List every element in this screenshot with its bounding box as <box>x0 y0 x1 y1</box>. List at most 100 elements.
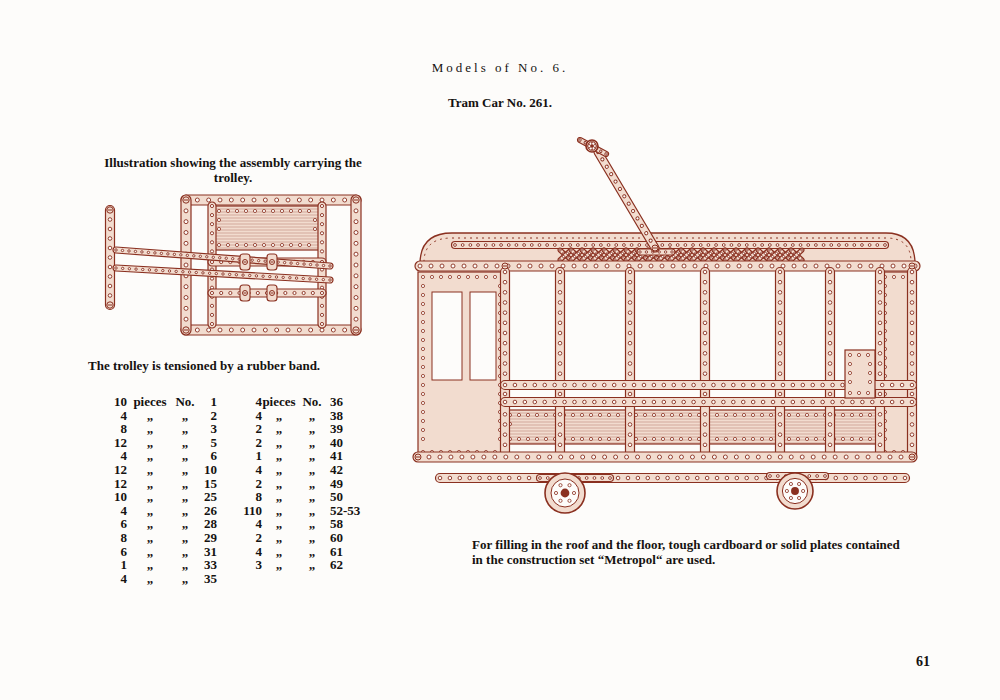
screw-slot <box>271 262 274 263</box>
strip-hole <box>604 152 607 155</box>
strip-hole <box>527 476 531 480</box>
strip-hole <box>449 455 453 459</box>
strip-hole <box>792 264 796 268</box>
parts-table-cell: 26 <box>190 504 217 518</box>
plate-hole <box>857 353 860 356</box>
strip-hole <box>816 475 819 478</box>
perforated-strip <box>701 268 710 460</box>
strip-hole <box>640 224 644 228</box>
plate-hatch <box>215 227 319 228</box>
strip-hole <box>135 268 138 271</box>
strip-hole <box>573 400 577 404</box>
strip-hole <box>737 264 741 268</box>
strip-hole <box>354 263 358 267</box>
parts-table-cell: 40 <box>330 436 370 450</box>
plate-hole <box>652 413 655 416</box>
parts-table-cell: 8 <box>93 531 127 545</box>
perforated-strip <box>577 137 610 158</box>
strip-hole <box>883 476 887 480</box>
strip-hole <box>329 279 332 282</box>
strip-hole <box>715 264 719 268</box>
plate-hole <box>607 437 610 440</box>
strip-hole <box>296 262 299 265</box>
strip-hole <box>705 476 709 480</box>
strip-hole <box>807 244 810 247</box>
strip-hole <box>694 255 697 258</box>
strip-hole <box>874 476 878 480</box>
strip-hole <box>461 244 464 247</box>
strip-hole <box>770 264 774 268</box>
wheel-hole <box>802 489 805 492</box>
strip-hole <box>684 244 687 247</box>
plate-hole <box>226 209 229 212</box>
strip-hole <box>910 331 914 335</box>
strip-hole <box>503 423 507 427</box>
strip-hole <box>121 267 124 270</box>
strip-hole <box>878 423 882 427</box>
parts-table-cell: „ <box>125 545 175 559</box>
plate-hole <box>535 437 538 440</box>
parts-table-cell: „ <box>170 490 200 504</box>
parts-table-cell: 50 <box>330 490 370 504</box>
strip-hole <box>722 244 725 247</box>
strip-hole <box>576 244 579 247</box>
pulley-collar <box>267 254 277 270</box>
plate-hole <box>796 437 799 440</box>
strip-hole <box>601 477 604 480</box>
strip-hole <box>269 275 272 278</box>
plate-hole <box>715 413 718 416</box>
strip-hole <box>638 264 642 268</box>
strip-hole <box>605 165 609 169</box>
strip-hole <box>703 291 707 295</box>
strip-hole <box>602 248 605 251</box>
strip-hole <box>311 291 314 294</box>
strip-body <box>351 195 361 335</box>
strip-hole <box>811 383 815 387</box>
strip-hole <box>824 475 827 478</box>
strip-hole <box>263 198 267 202</box>
plate-hole <box>670 413 673 416</box>
parts-table-cell: 4 <box>226 409 262 423</box>
plate-hole <box>421 392 424 395</box>
strip-hole <box>653 246 657 250</box>
wheel-hub <box>561 489 570 498</box>
strip-hole <box>141 251 144 254</box>
parts-table-cell: „ <box>125 531 175 545</box>
plate-hole <box>526 437 529 440</box>
strip-hole <box>712 455 716 459</box>
plate-hole <box>688 437 691 440</box>
strip-hole <box>293 291 296 294</box>
strip-hole <box>878 372 882 376</box>
strip-hole <box>320 313 323 316</box>
plate-hole <box>733 437 736 440</box>
strip-hole <box>225 257 228 260</box>
plate-hole <box>751 437 754 440</box>
strip-hole <box>546 244 549 247</box>
strip-hole <box>760 255 763 258</box>
strip-hole <box>558 352 562 356</box>
parts-table-cell: „ <box>170 477 200 491</box>
strip-hole <box>661 244 664 247</box>
end-window <box>470 292 496 380</box>
strip-hole <box>440 264 444 268</box>
strip-hole <box>828 270 832 274</box>
parts-table-cell: 28 <box>190 517 217 531</box>
screw-head <box>270 291 275 296</box>
strip-hole <box>731 252 734 255</box>
screw-head <box>243 291 248 296</box>
strip-hole <box>778 270 782 274</box>
strip-hole <box>690 455 694 459</box>
strip-hole <box>828 362 832 366</box>
strip-hole <box>855 455 859 459</box>
parts-table-cell: „ <box>170 409 200 423</box>
strip-hole <box>128 250 131 253</box>
strip-hole <box>193 255 196 258</box>
strip-hole <box>553 400 557 404</box>
strip-hole <box>284 291 287 294</box>
strip-hole <box>256 291 259 294</box>
strip-hole <box>759 264 763 268</box>
strip-hole <box>814 244 817 247</box>
strip-hole <box>628 291 632 295</box>
strip-hole <box>699 244 702 247</box>
